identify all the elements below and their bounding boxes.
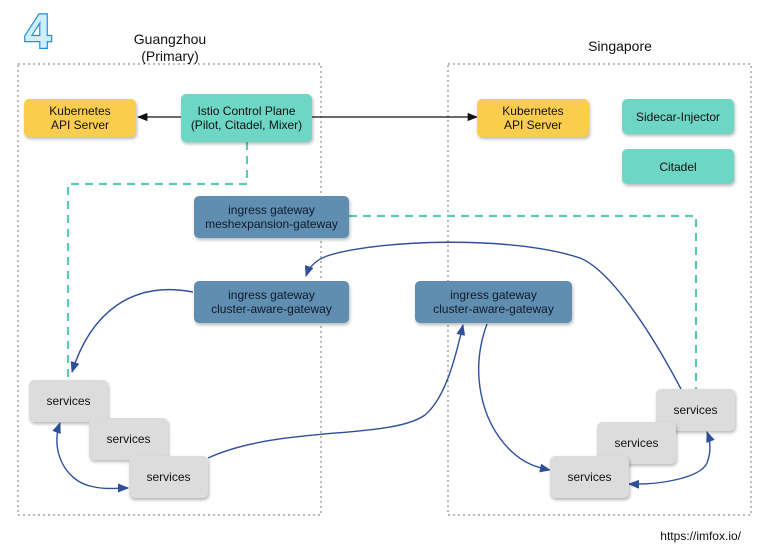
edge-gz-services-internal	[52, 421, 130, 493]
step-number-text: 4	[25, 6, 52, 54]
node-label-line1: ingress gateway	[228, 203, 315, 217]
istio-control-plane: Istio Control Plane (Pilot, Citadel, Mix…	[181, 94, 312, 142]
node-label: services	[146, 470, 191, 484]
services-guangzhou-3: services	[129, 456, 208, 498]
node-label-line1: Istio Control Plane	[197, 104, 296, 118]
node-label: services	[46, 394, 91, 408]
node-label-line2: API Server	[503, 118, 563, 132]
citadel-singapore: Citadel	[622, 149, 734, 184]
node-label: services	[106, 432, 151, 446]
node-label: services	[673, 403, 718, 417]
guangzhou-region-boundary	[17, 63, 322, 516]
node-label-line2: meshexpansion-gateway	[205, 217, 338, 231]
node-label-line2: cluster-aware-gateway	[211, 302, 332, 316]
guangzhou-region-title: Guangzhou (Primary)	[125, 31, 215, 65]
edge-control-plane-to-gz-services-dashed	[66, 142, 249, 380]
node-label-line1: Kubernetes	[502, 104, 564, 118]
edge-gz-services-to-sg-gateway	[207, 323, 466, 459]
edge-meshexpansion-to-sg-services-dashed	[349, 214, 698, 390]
services-singapore-3: services	[550, 456, 629, 498]
edge-sg-services-internal	[627, 430, 715, 489]
singapore-region-boundary	[447, 63, 752, 516]
step-number-badge: 4	[23, 6, 52, 54]
sidecar-injector: Sidecar-Injector	[622, 99, 734, 134]
node-label-line1: Kubernetes	[49, 104, 111, 118]
ingress-gateway-cluster-aware-guangzhou: ingress gateway cluster-aware-gateway	[194, 281, 349, 323]
guangzhou-title-line1: Guangzhou	[133, 31, 207, 47]
source-url: https://imfox.io/	[660, 529, 741, 543]
node-label-line1: Sidecar-Injector	[635, 109, 721, 124]
node-label-line1: ingress gateway	[450, 288, 537, 302]
node-label: services	[567, 470, 612, 484]
edge-sg-gateway-to-sg-services	[478, 323, 552, 473]
node-label-line2: cluster-aware-gateway	[433, 302, 554, 316]
services-guangzhou-1: services	[29, 380, 108, 422]
node-label-line1: ingress gateway	[228, 288, 315, 302]
ingress-gateway-cluster-aware-singapore: ingress gateway cluster-aware-gateway	[415, 281, 572, 323]
singapore-region-title: Singapore	[588, 38, 652, 54]
edge-gz-gateway-to-gz-services	[70, 288, 194, 374]
node-label-line1: Citadel	[659, 159, 697, 174]
edge-sg-services-to-gz-gateway	[304, 241, 682, 390]
kubernetes-api-server-guangzhou: Kubernetes API Server	[24, 99, 136, 137]
node-label: services	[614, 436, 659, 450]
kubernetes-api-server-singapore: Kubernetes API Server	[477, 99, 589, 137]
ingress-gateway-meshexpansion: ingress gateway meshexpansion-gateway	[194, 196, 349, 238]
node-label-line2: API Server	[50, 118, 110, 132]
guangzhou-title-line2: (Primary)	[141, 48, 199, 64]
node-label-line2: (Pilot, Citadel, Mixer)	[190, 118, 303, 132]
services-guangzhou-2: services	[89, 418, 168, 460]
